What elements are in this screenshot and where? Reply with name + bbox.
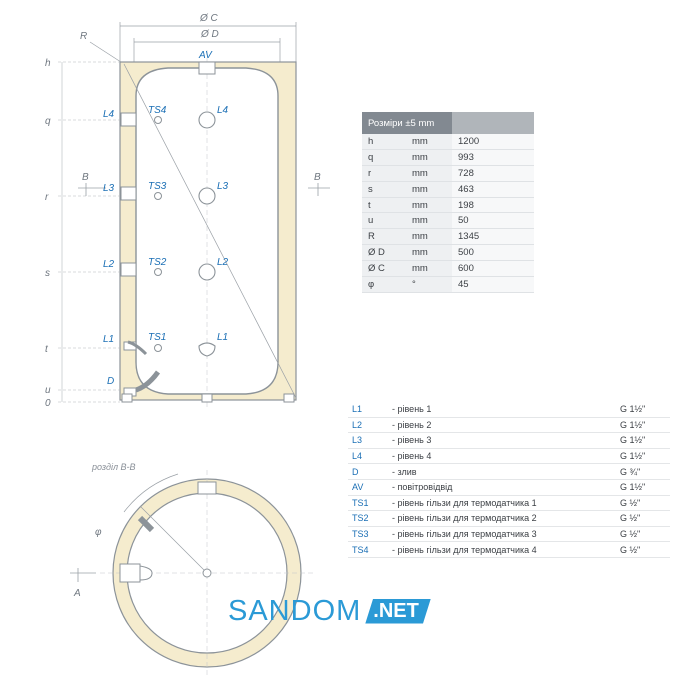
- brand-watermark: SANDOM .NET: [228, 594, 431, 628]
- l1-pipe: [127, 340, 148, 356]
- section-center: [202, 568, 212, 578]
- section-sensor-slot: [137, 515, 155, 533]
- section-a-markers: [70, 568, 96, 582]
- angle-symbol: φ: [95, 527, 102, 538]
- label-left-l1: L1: [103, 334, 114, 345]
- top-dimensions: [119, 22, 297, 62]
- label-ts1: TS1: [148, 332, 166, 343]
- dim-zero: 0: [45, 398, 51, 409]
- radius-label: R: [80, 31, 87, 42]
- label-left-d: D: [107, 376, 114, 387]
- dimensions-header-blank: [452, 112, 534, 134]
- label-front-l1: L1: [217, 332, 228, 343]
- brand-suffix: .NET: [365, 598, 431, 624]
- label-left-l2: L2: [103, 259, 115, 270]
- label-ts3: TS3: [148, 181, 167, 192]
- drain-pipe: [135, 370, 161, 393]
- dim-h: h: [45, 58, 51, 69]
- label-left-l3: L3: [103, 183, 115, 194]
- section-b-right: B: [314, 172, 321, 183]
- brand-name: SANDOM: [228, 594, 362, 627]
- dim-u: u: [45, 385, 51, 396]
- label-ts4: TS4: [148, 105, 167, 116]
- dim-t: t: [45, 344, 49, 355]
- label-front-l2: L2: [217, 257, 229, 268]
- angle-arc: [123, 473, 179, 513]
- dim-q: q: [45, 116, 51, 127]
- label-ts2: TS2: [148, 257, 167, 268]
- vent-label: AV: [198, 50, 213, 61]
- section-nozzle-top: [197, 481, 217, 495]
- label-left-l4: L4: [103, 109, 115, 120]
- dim-s: s: [45, 268, 50, 279]
- section-b-markers: [78, 183, 330, 196]
- left-dimension-lines: [58, 61, 120, 403]
- section-nozzle-left: [119, 563, 141, 583]
- section-angle-ray: [139, 505, 208, 574]
- table-row: φ°45: [362, 276, 534, 293]
- inner-diameter-label: Ø D: [200, 29, 219, 40]
- tank-feet: [121, 393, 295, 403]
- sensor-sleeves: [154, 116, 162, 352]
- label-front-l3: L3: [217, 181, 229, 192]
- front-connections: [198, 111, 216, 357]
- section-title: розділ B-B: [91, 462, 136, 472]
- dimensions-header: Розміри ±5 mm: [362, 112, 452, 134]
- dim-r: r: [45, 192, 49, 203]
- vent-fitting: [198, 61, 216, 75]
- radius-leader: [89, 41, 125, 65]
- section-sleeve: [139, 565, 153, 581]
- label-front-l4: L4: [217, 105, 229, 116]
- section-a-label: A: [73, 588, 81, 599]
- section-b-left: B: [82, 172, 89, 183]
- tank-diagonal: [123, 63, 297, 399]
- outer-diameter-label: Ø C: [199, 13, 219, 24]
